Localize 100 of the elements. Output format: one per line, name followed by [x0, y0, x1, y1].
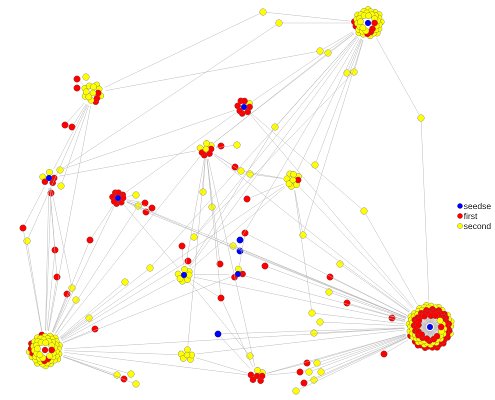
- edge-line: [294, 190, 303, 232]
- edge-line: [297, 38, 361, 171]
- edge-line: [332, 292, 406, 319]
- dot-cluster: [406, 302, 454, 351]
- edge-line: [214, 154, 238, 170]
- edge-line: [63, 356, 133, 384]
- edge-line: [350, 304, 406, 320]
- edge-line: [266, 334, 406, 374]
- edge-line: [266, 12, 351, 22]
- edge-line: [194, 276, 406, 322]
- edge-line: [127, 200, 142, 203]
- edge-line: [64, 328, 405, 350]
- edge-line: [248, 234, 408, 316]
- edge-line: [192, 280, 218, 296]
- edge-line: [420, 121, 430, 302]
- edge-line: [62, 276, 230, 344]
- edge-line: [208, 158, 256, 366]
- edge-line: [50, 188, 57, 274]
- edge-line: [64, 350, 178, 355]
- edge-line: [60, 284, 123, 338]
- edge-line: [323, 322, 405, 326]
- edge-line: [306, 337, 407, 382]
- edge-line: [203, 158, 206, 189]
- edge-line: [216, 146, 218, 148]
- dot-cluster: [284, 170, 302, 190]
- edge-line: [50, 188, 55, 247]
- edge-line: [315, 313, 405, 324]
- edge-line: [354, 40, 364, 69]
- edge-line: [127, 195, 133, 197]
- edge-line: [306, 236, 410, 312]
- edge-line: [242, 38, 360, 238]
- edge-line: [190, 282, 248, 354]
- edge-line: [194, 274, 230, 276]
- dot-cluster: [174, 266, 192, 284]
- edge-line: [64, 355, 128, 374]
- edge-line: [277, 36, 357, 125]
- dot-cluster: [234, 98, 253, 117]
- edge-line: [64, 352, 248, 376]
- edge-line: [124, 205, 178, 268]
- edge-line: [55, 208, 136, 334]
- edge-line: [196, 358, 248, 374]
- edge-line: [152, 36, 357, 266]
- edge-line: [56, 156, 200, 336]
- edge-line: [53, 104, 88, 170]
- edge-line: [62, 330, 92, 343]
- legend-label: second: [464, 222, 491, 230]
- edge-line: [386, 340, 408, 352]
- edge-line: [252, 32, 354, 102]
- edge-line: [221, 328, 405, 334]
- edge-line: [46, 196, 52, 331]
- edge-line: [216, 145, 234, 148]
- edge-line: [222, 300, 254, 368]
- edge-line: [182, 249, 184, 266]
- edge-line: [63, 356, 114, 374]
- edge-line: [63, 356, 121, 378]
- edge-line: [55, 302, 74, 334]
- edge-line: [62, 105, 89, 183]
- edge-line: [60, 320, 86, 339]
- edge-line: [58, 150, 196, 176]
- edge-line: [214, 54, 326, 144]
- edge-line: [214, 34, 354, 144]
- edge-line: [196, 330, 405, 354]
- edge-line: [186, 158, 204, 266]
- edge-line: [190, 36, 358, 268]
- edge-line: [316, 39, 362, 162]
- edge-line: [366, 214, 418, 306]
- edge-line: [52, 297, 66, 332]
- edge-line: [214, 155, 410, 312]
- edge-line: [52, 243, 89, 332]
- edge-line: [60, 270, 148, 338]
- edge-line: [196, 36, 358, 235]
- edge-line: [63, 110, 234, 170]
- edge-line: [322, 32, 354, 50]
- edge-line: [294, 190, 312, 310]
- edge-line: [126, 201, 135, 205]
- edge-line: [62, 280, 176, 341]
- edge-line: [104, 13, 260, 88]
- edge-line: [324, 336, 407, 371]
- edge-line: [298, 338, 408, 390]
- edge-line: [61, 262, 186, 340]
- edge-line: [253, 174, 283, 179]
- edge-line: [189, 130, 274, 267]
- dot-cluster: [231, 266, 246, 280]
- edge-line: [348, 38, 362, 70]
- dot-cluster: [196, 140, 214, 158]
- edge-line: [342, 266, 410, 313]
- edge-line: [206, 158, 212, 204]
- edge-line: [125, 112, 236, 193]
- edge-line: [23, 231, 42, 332]
- edge-line: [239, 236, 245, 266]
- edge-line: [317, 328, 405, 334]
- dot-cluster: [109, 189, 126, 207]
- edge-line: [304, 40, 364, 232]
- edge-line: [74, 104, 86, 124]
- edge-line: [206, 158, 220, 261]
- edge-line: [220, 336, 250, 369]
- dot-cluster: [82, 82, 104, 105]
- edge-line: [53, 206, 114, 333]
- edge-line: [126, 200, 149, 208]
- edge-line: [250, 114, 414, 308]
